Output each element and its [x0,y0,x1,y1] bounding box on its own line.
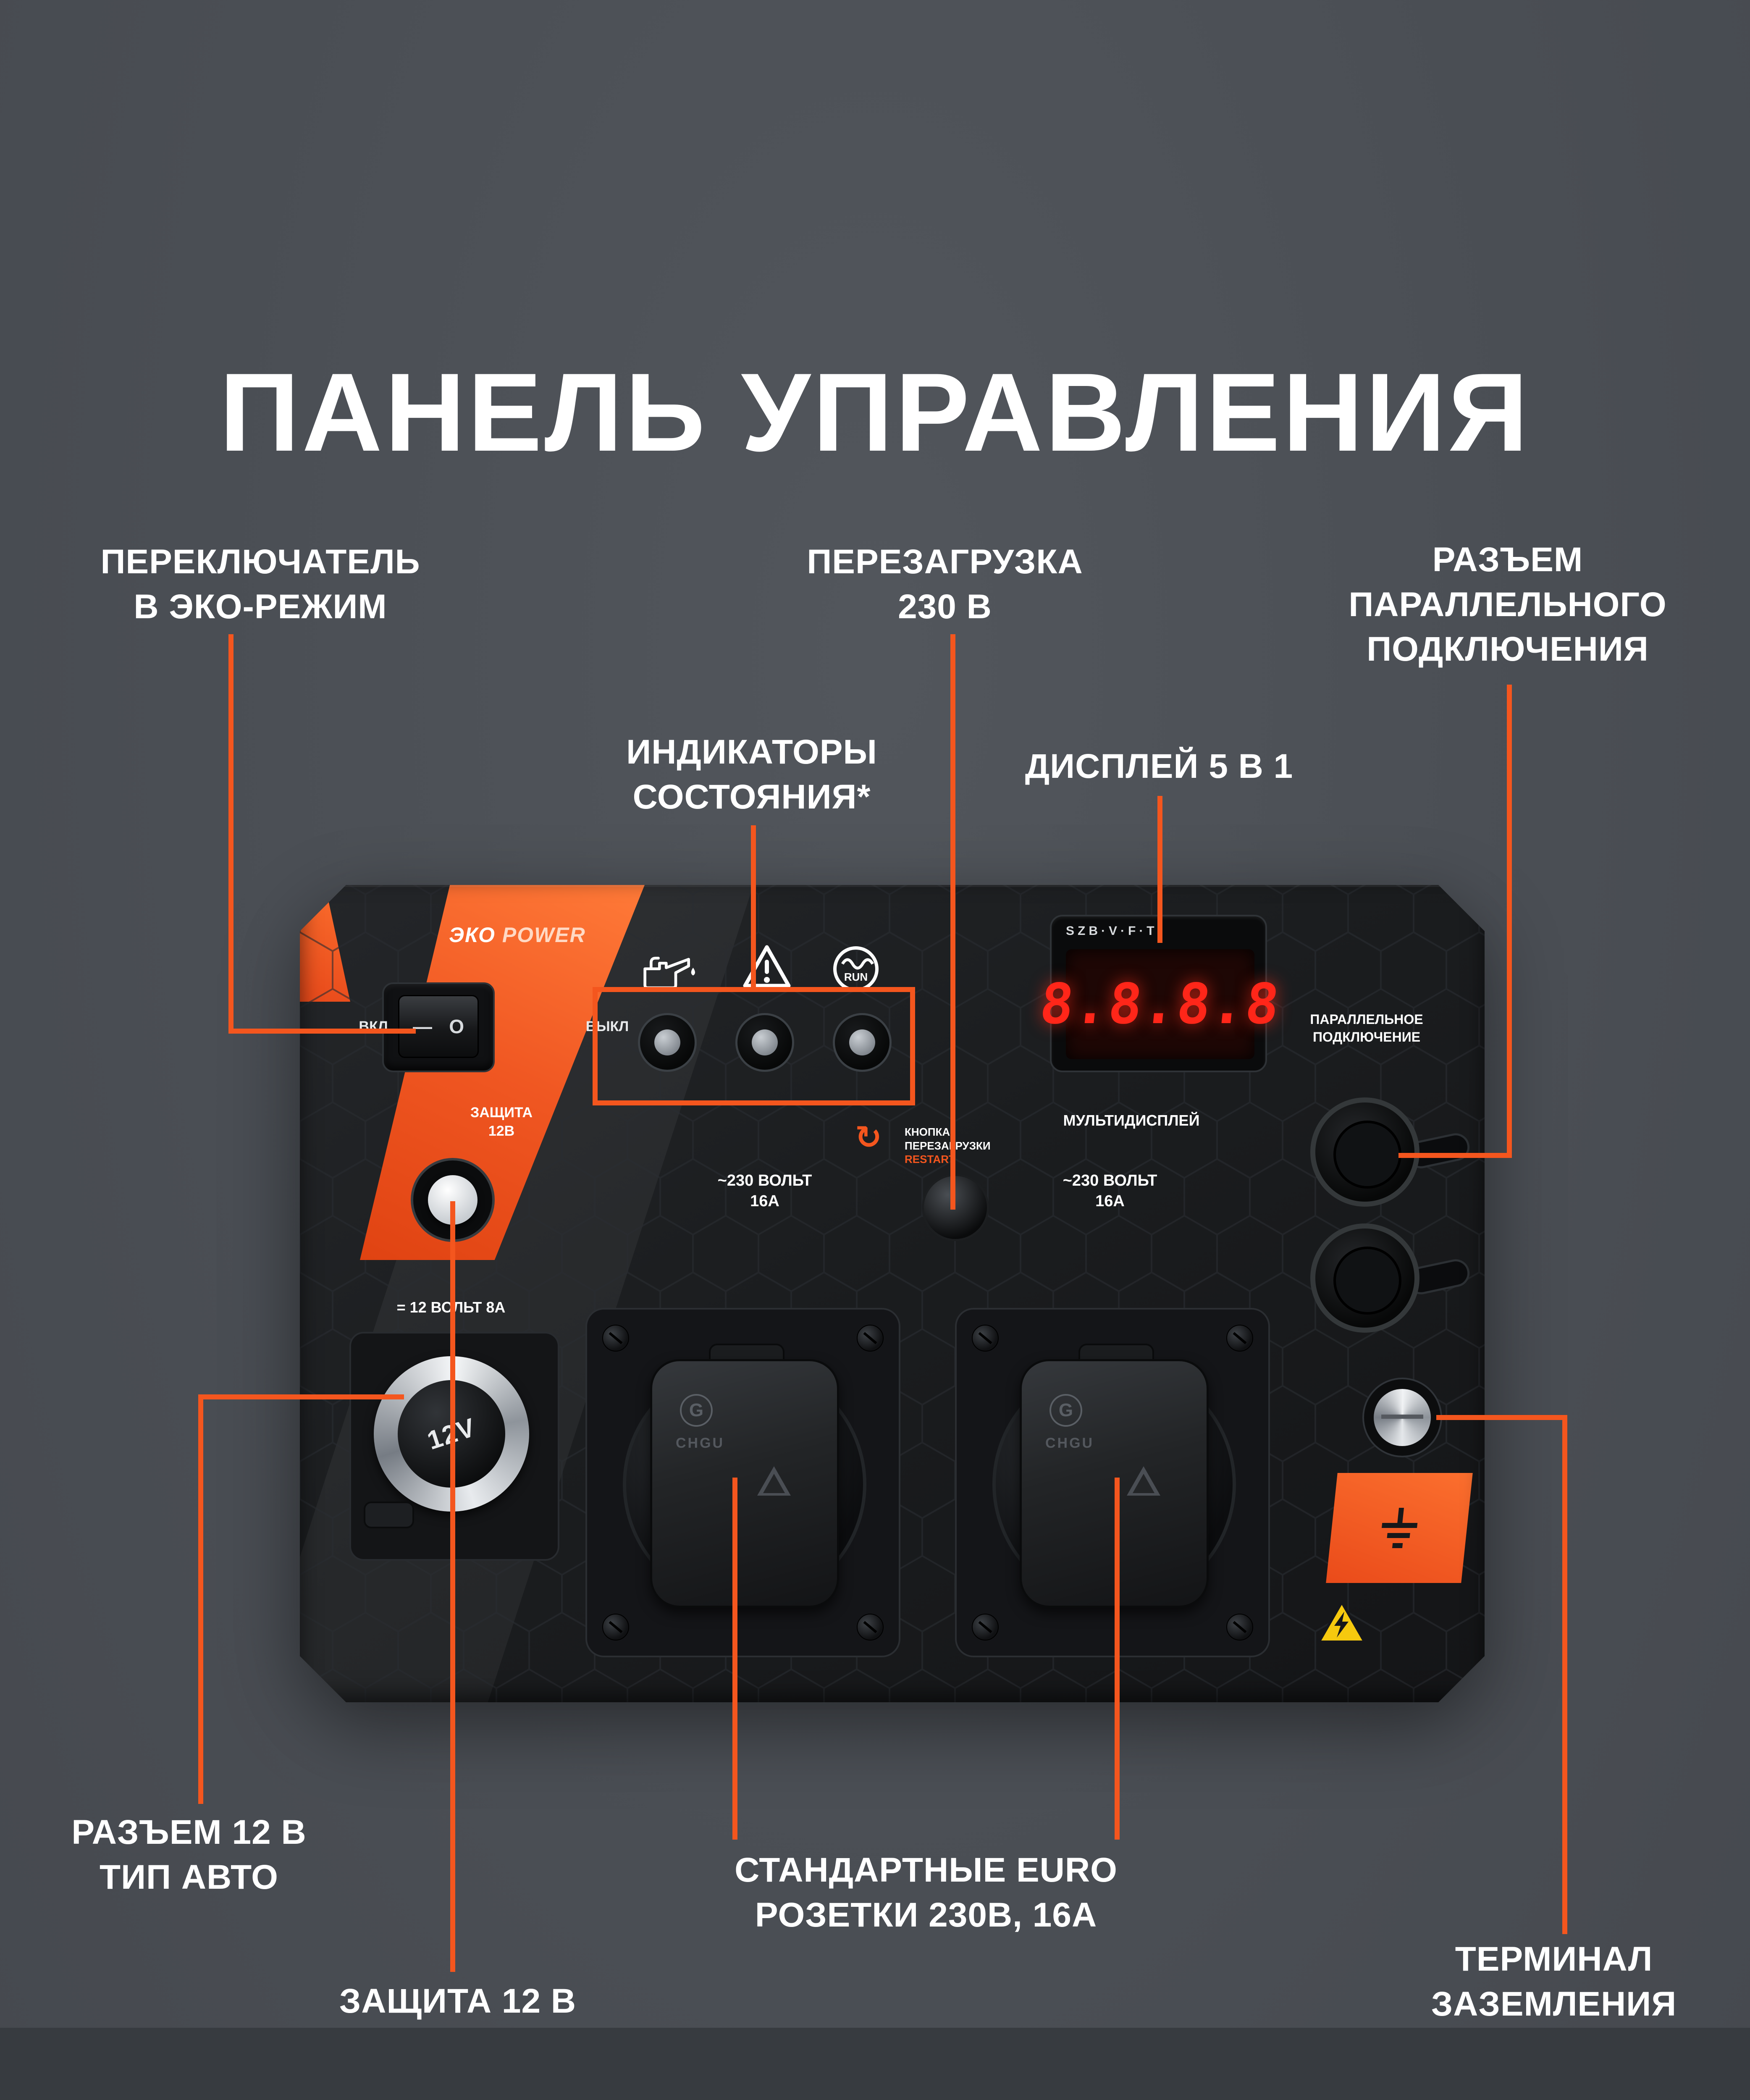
ground-symbol-plate [1326,1473,1473,1583]
rocker-switch-icon: —O [398,995,479,1058]
electric-warning-icon [1317,1599,1367,1645]
protection-12v-button [411,1158,495,1242]
cover-cert-mark [1127,1466,1160,1496]
leader-line-ground-vertical [1562,1415,1567,1934]
cover-hinge [1078,1344,1154,1374]
screw-icon [602,1614,629,1641]
display-screen: 8.8.8.8 [1066,949,1254,1059]
socket-cover: G CHGU [1020,1359,1209,1608]
outlet-right-print: ~230 ВОЛЬТ 16А [1063,1172,1157,1210]
callout-ground-terminal: ТЕРМИНАЛ ЗАЗЕМЛЕНИЯ [1431,1940,1677,2023]
leader-line-euro-right [1115,1478,1120,1840]
cover-logo: G [680,1394,713,1427]
leader-line-euro-left [732,1478,737,1840]
leader-line-parallel-vertical [1507,685,1512,1158]
parallel-connector-bottom [1310,1223,1419,1333]
screw-icon [1226,1614,1253,1641]
leader-line-display [1157,796,1162,943]
eco-power-print: ЭКО POWER [449,923,586,947]
socket-12v-hinge [364,1502,414,1528]
socket-cover: G CHGU [650,1359,839,1608]
cover-cert-mark [757,1466,791,1496]
screw-icon [972,1325,999,1352]
euro-socket-left: G CHGU [585,1308,900,1657]
svg-text:RUN: RUN [844,971,868,983]
ground-icon [1372,1503,1427,1553]
status-led-voltage [833,1013,892,1072]
ground-screw [1374,1389,1431,1446]
cover-brand-print: CHGU [676,1435,725,1451]
cover-hinge [709,1344,784,1374]
eco-mode-switch: —O [382,982,495,1072]
callout-display-5in1: ДИСПЛЕЙ 5 В 1 [1025,747,1293,785]
screw-icon [857,1325,884,1352]
leader-line-eco-vertical [228,634,234,1033]
callout-parallel-socket: РАЗЪЕМ ПАРАЛЛЕЛЬНОГО ПОДКЛЮЧЕНИЯ [1349,541,1667,669]
parallel-connector-top [1310,1097,1419,1207]
restart-print: КНОПКА ПЕРЕЗАГРУЗКИ RESTART [905,1126,991,1166]
euro-socket-right: G CHGU [955,1308,1270,1657]
callout-status-indicators: ИНДИКАТОРЫ СОСТОЯНИЯ* [626,733,877,816]
parallel-connection-print: ПАРАЛЛЕЛЬНОЕ ПОДКЛЮЧЕНИЕ [1310,1012,1423,1045]
legend-footer [0,2028,1750,2100]
multidisplay-print: МУЛЬТИДИСПЛЕЙ [1063,1112,1200,1129]
callout-reset-230v: ПЕРЕЗАГРУЗКА 230 В [807,543,1083,626]
cover-logo: G [1049,1394,1082,1427]
leader-line-protection [450,1201,455,1972]
ground-terminal [1362,1378,1442,1457]
leader-line-ground-horizontal [1436,1415,1567,1420]
protection-12v-print: ЗАЩИТА 12В [470,1105,533,1139]
callout-eco-switch: ПЕРЕКЛЮЧАТЕЛЬ В ЭКО-РЕЖИМ [100,543,420,626]
voltage-icon: RUN [831,944,881,994]
display-header-print: SZB·V·F·T [1066,924,1158,938]
status-led-overload [735,1013,794,1072]
indicators-highlight-frame [593,987,915,1105]
leader-line-parallel-horizontal [1398,1153,1512,1158]
restart-en-print: RESTART [905,1153,955,1166]
screw-icon [972,1614,999,1641]
leader-line-12v-horizontal [198,1394,404,1399]
overload-icon [742,944,792,991]
leader-line-12v-vertical [198,1394,203,1804]
callout-euro-sockets: СТАНДАРТНЫЕ EURO РОЗЕТКИ 230В, 16А [735,1851,1118,1934]
cover-brand-print: CHGU [1045,1435,1094,1451]
callout-12v-socket: РАЗЪЕМ 12 В ТИП АВТО [71,1813,307,1896]
screw-icon [1226,1325,1253,1352]
screw-icon [602,1325,629,1352]
restart-button [922,1174,989,1241]
outlet-left-print: ~230 ВОЛЬТ 16А [717,1172,812,1210]
leader-line-indicators [751,825,756,991]
leader-line-reset [950,634,955,1210]
callout-12v-protection: ЗАЩИТА 12 В [339,1982,577,2020]
page-title: ПАНЕЛЬ УПРАВЛЕНИЯ [219,350,1531,475]
status-led-oil [638,1013,697,1072]
display-digits: 8.8.8.8 [1037,972,1283,1037]
screw-icon [857,1614,884,1641]
oil-icon [634,946,701,992]
restart-arrow-icon: ↻ [855,1120,882,1155]
leader-line-eco-horizontal [228,1029,416,1034]
